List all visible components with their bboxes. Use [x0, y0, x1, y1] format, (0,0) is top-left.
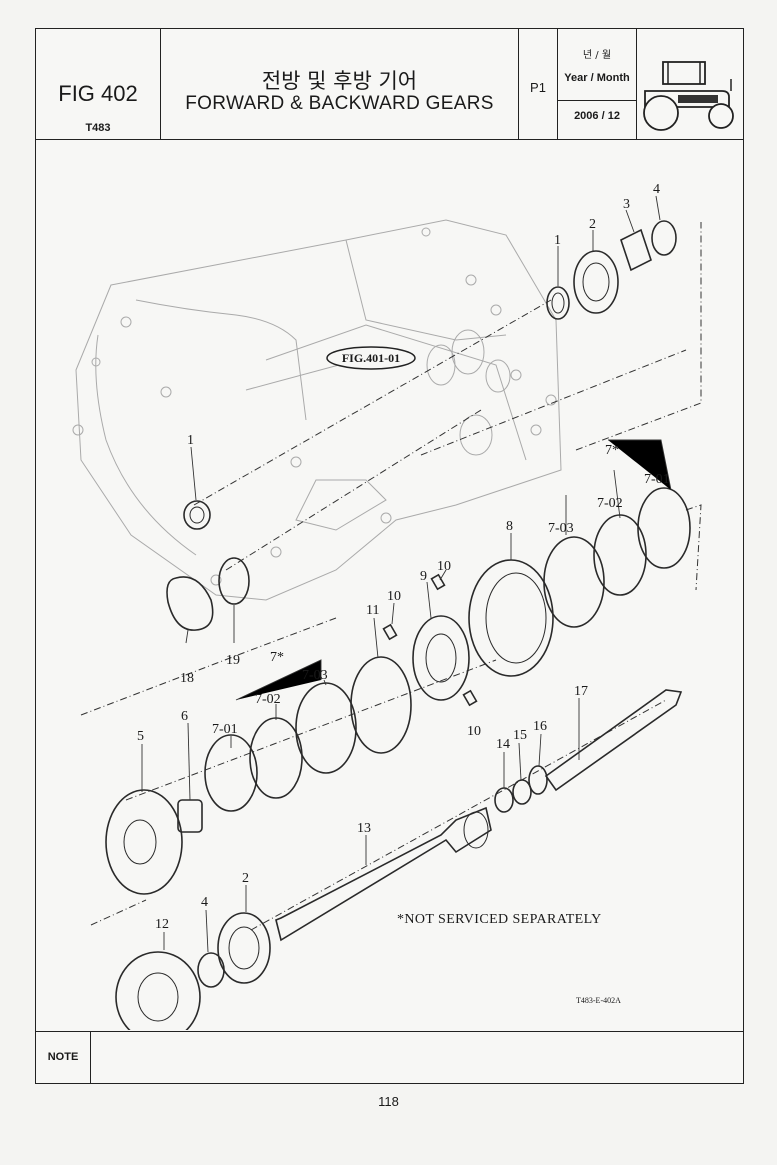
- part-2-bearing-upper: [573, 250, 619, 314]
- tractor-cell: [637, 29, 743, 139]
- page-frame: FIG 402 T483 전방 및 후방 기어 FORWARD & BACKWA…: [35, 28, 744, 1084]
- callout-7-02-lower: 7-02: [255, 692, 281, 707]
- note-label: NOTE: [36, 1032, 91, 1083]
- leader-lines: [141, 195, 672, 953]
- callout-7-02-upper: 7-02: [597, 496, 623, 511]
- callout-13: 13: [357, 821, 371, 836]
- part-10-key-c: [462, 689, 478, 707]
- callout-14: 14: [496, 737, 510, 752]
- part-4-washer-lower: [197, 952, 225, 988]
- callout-15: 15: [513, 728, 527, 743]
- part-17-shaft: [544, 689, 683, 792]
- part-11-spring: [350, 656, 412, 754]
- part-12-gear: [115, 951, 201, 1030]
- callout-4-lower: 4: [201, 895, 208, 910]
- callout-7-upper: 7*: [605, 443, 619, 458]
- part-13-mainshaft: [275, 806, 492, 942]
- callout-4-upper: 4: [653, 182, 660, 197]
- callout-16: 16: [533, 719, 547, 734]
- title-cell: 전방 및 후방 기어 FORWARD & BACKWARD GEARS: [161, 29, 519, 139]
- figure-number: FIG 402: [58, 81, 138, 106]
- callout-10-middle: 10: [387, 589, 401, 604]
- part-4-washer-upper: [651, 220, 677, 256]
- figure-cell: FIG 402 T483: [36, 29, 161, 139]
- exploded-parts-drawing: 1 2 3 4 1 7* 7-01 7-02 7-03 8 9 10 10 10…: [36, 140, 743, 1032]
- not-serviced-note: *NOT SERVICED SEPARATELY: [397, 912, 602, 927]
- callout-2-upper: 2: [589, 217, 596, 232]
- callout-12: 12: [155, 917, 169, 932]
- callout-1-upper: 1: [554, 233, 561, 248]
- part-19-snap-ring: [218, 557, 250, 605]
- part-7-01-ring: [637, 487, 691, 569]
- callout-2-lower: 2: [242, 871, 249, 886]
- callout-7-03-lower: 7-03: [302, 668, 328, 683]
- callout-7-01-lower: 7-01: [212, 722, 238, 737]
- page-label: P1: [530, 80, 546, 95]
- part-10-key-a: [382, 623, 398, 641]
- title-korean: 전방 및 후방 기어: [261, 69, 418, 93]
- part-15-washer: [512, 779, 532, 805]
- date-label-box: 년 / 월 Year / Month: [558, 29, 636, 101]
- callout-5: 5: [137, 729, 144, 744]
- figure-reference-badge: FIG.401-01: [326, 346, 416, 370]
- callout-7-01-upper: 7-01: [644, 472, 670, 487]
- part-9-hub: [412, 615, 470, 701]
- part-6-needle-bearing: [177, 799, 203, 833]
- part-1-seal-left: [183, 500, 211, 530]
- model-code: T483: [85, 122, 111, 134]
- part-7-02-cone-lower: [249, 717, 303, 799]
- callout-19: 19: [226, 653, 240, 668]
- callout-7-03-upper: 7-03: [548, 521, 574, 536]
- callout-9: 9: [420, 569, 427, 584]
- callout-7-lower: 7*: [270, 650, 284, 665]
- part-2-bearing-lower: [217, 912, 271, 984]
- part-10-key-b: [430, 573, 446, 591]
- callout-labels: 1 2 3 4 1 7* 7-01 7-02 7-03 8 9 10 10 10…: [137, 182, 670, 932]
- title-block: FIG 402 T483 전방 및 후방 기어 FORWARD & BACKWA…: [36, 29, 743, 140]
- assembly-lines: [80, 222, 702, 931]
- tractor-icon: [643, 61, 734, 131]
- part-3-bushing: [620, 228, 652, 272]
- part-1-seal-upper: [546, 286, 570, 320]
- title-english: FORWARD & BACKWARD GEARS: [185, 93, 494, 114]
- part-7-01-ring-lower: [204, 734, 258, 812]
- date-value: 2006 / 12: [574, 110, 620, 122]
- callout-11: 11: [366, 603, 379, 618]
- parts-diagram: 1 2 3 4 1 7* 7-01 7-02 7-03 8 9 10 10 10…: [72, 182, 702, 1030]
- date-label-english: Year / Month: [564, 72, 630, 84]
- part-16-bearing: [528, 765, 548, 795]
- note-row: NOTE: [36, 1032, 743, 1083]
- part-7-03-cone-lower: [295, 682, 357, 774]
- figure-reference-label: FIG.401-01: [342, 351, 400, 365]
- part-5-gear: [105, 789, 183, 895]
- callout-8: 8: [506, 519, 513, 534]
- part-8-sleeve: [468, 559, 554, 677]
- callout-10-upper: 10: [437, 559, 451, 574]
- page-number: 118: [378, 1094, 399, 1109]
- callout-1-left: 1: [187, 433, 194, 448]
- callout-3: 3: [623, 197, 630, 212]
- part-7-03-cone: [543, 536, 605, 628]
- callout-10-lower: 10: [467, 724, 481, 739]
- callout-17: 17: [574, 684, 588, 699]
- part-18-plug: [166, 576, 214, 631]
- callout-18: 18: [180, 671, 194, 686]
- date-label-korean: 년 / 월: [582, 50, 612, 61]
- page-cell: P1: [519, 29, 558, 139]
- date-cell: 년 / 월 Year / Month 2006 / 12: [558, 29, 637, 139]
- drawing-code: T483-E-402A: [576, 996, 621, 1005]
- part-14-ring: [494, 787, 514, 813]
- housing-outline: [72, 219, 562, 601]
- callout-6: 6: [181, 709, 188, 724]
